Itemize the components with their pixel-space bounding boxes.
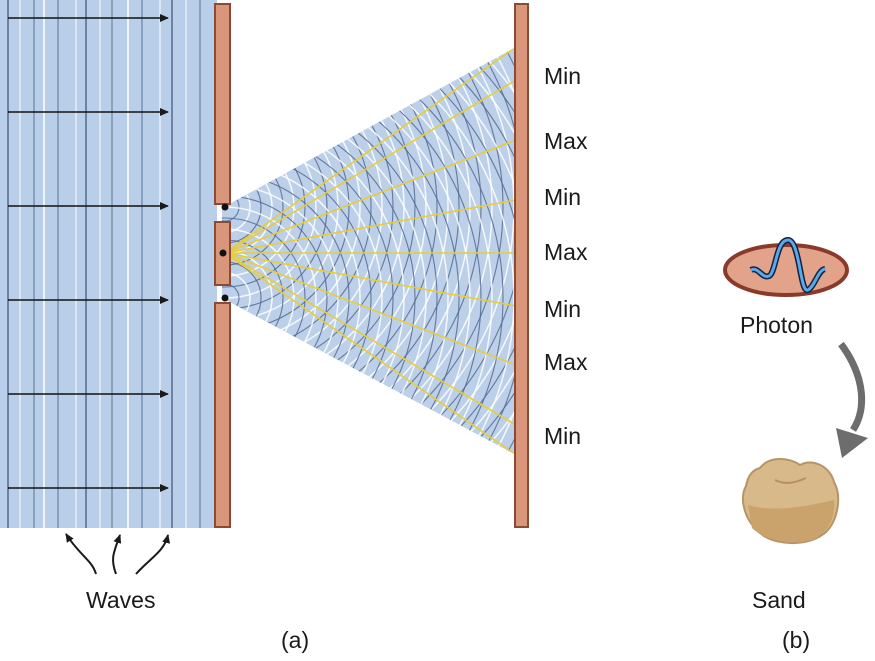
slit-source-dot (221, 294, 229, 302)
screen-label: Max (544, 128, 588, 154)
screen-label: Min (544, 63, 581, 89)
slit-source-dot (221, 203, 229, 211)
maximum-line (224, 199, 516, 254)
panel-a-label: (a) (281, 627, 309, 653)
incident-arrows (8, 14, 169, 492)
screen-label: Max (544, 239, 588, 265)
wave-arc (222, 47, 493, 455)
waves-label: Waves (86, 587, 155, 613)
screen-label: Min (544, 423, 581, 449)
wave-arc (222, 47, 504, 455)
photon-label: Photon (740, 312, 813, 338)
sand-grain-icon (741, 458, 840, 545)
wave-arc (222, 47, 504, 455)
panel-b-label: (b) (782, 627, 810, 653)
screen-label: Min (544, 296, 581, 322)
maximum-line (224, 252, 516, 366)
photon-to-sand-arrow (836, 341, 868, 458)
maximum-line (224, 252, 516, 455)
slit-source-dot (219, 249, 227, 257)
waves-pointer-arrows (65, 533, 171, 575)
screen-label: Max (544, 349, 588, 375)
incident-wave-field (0, 0, 217, 528)
maximum-line (224, 139, 516, 254)
screen (514, 3, 529, 528)
photon-icon (723, 236, 849, 297)
screen-label: Min (544, 184, 581, 210)
wave-arc (222, 47, 482, 455)
wavefront-lines (7, 0, 201, 528)
maximum-line (224, 79, 516, 254)
interference-region (222, 47, 516, 455)
sand-label: Sand (752, 587, 806, 613)
wave-arc (222, 47, 493, 455)
maximum-line (224, 252, 516, 307)
maximum-line (224, 47, 516, 254)
slit-barrier (214, 3, 231, 528)
maximum-line (224, 252, 516, 426)
